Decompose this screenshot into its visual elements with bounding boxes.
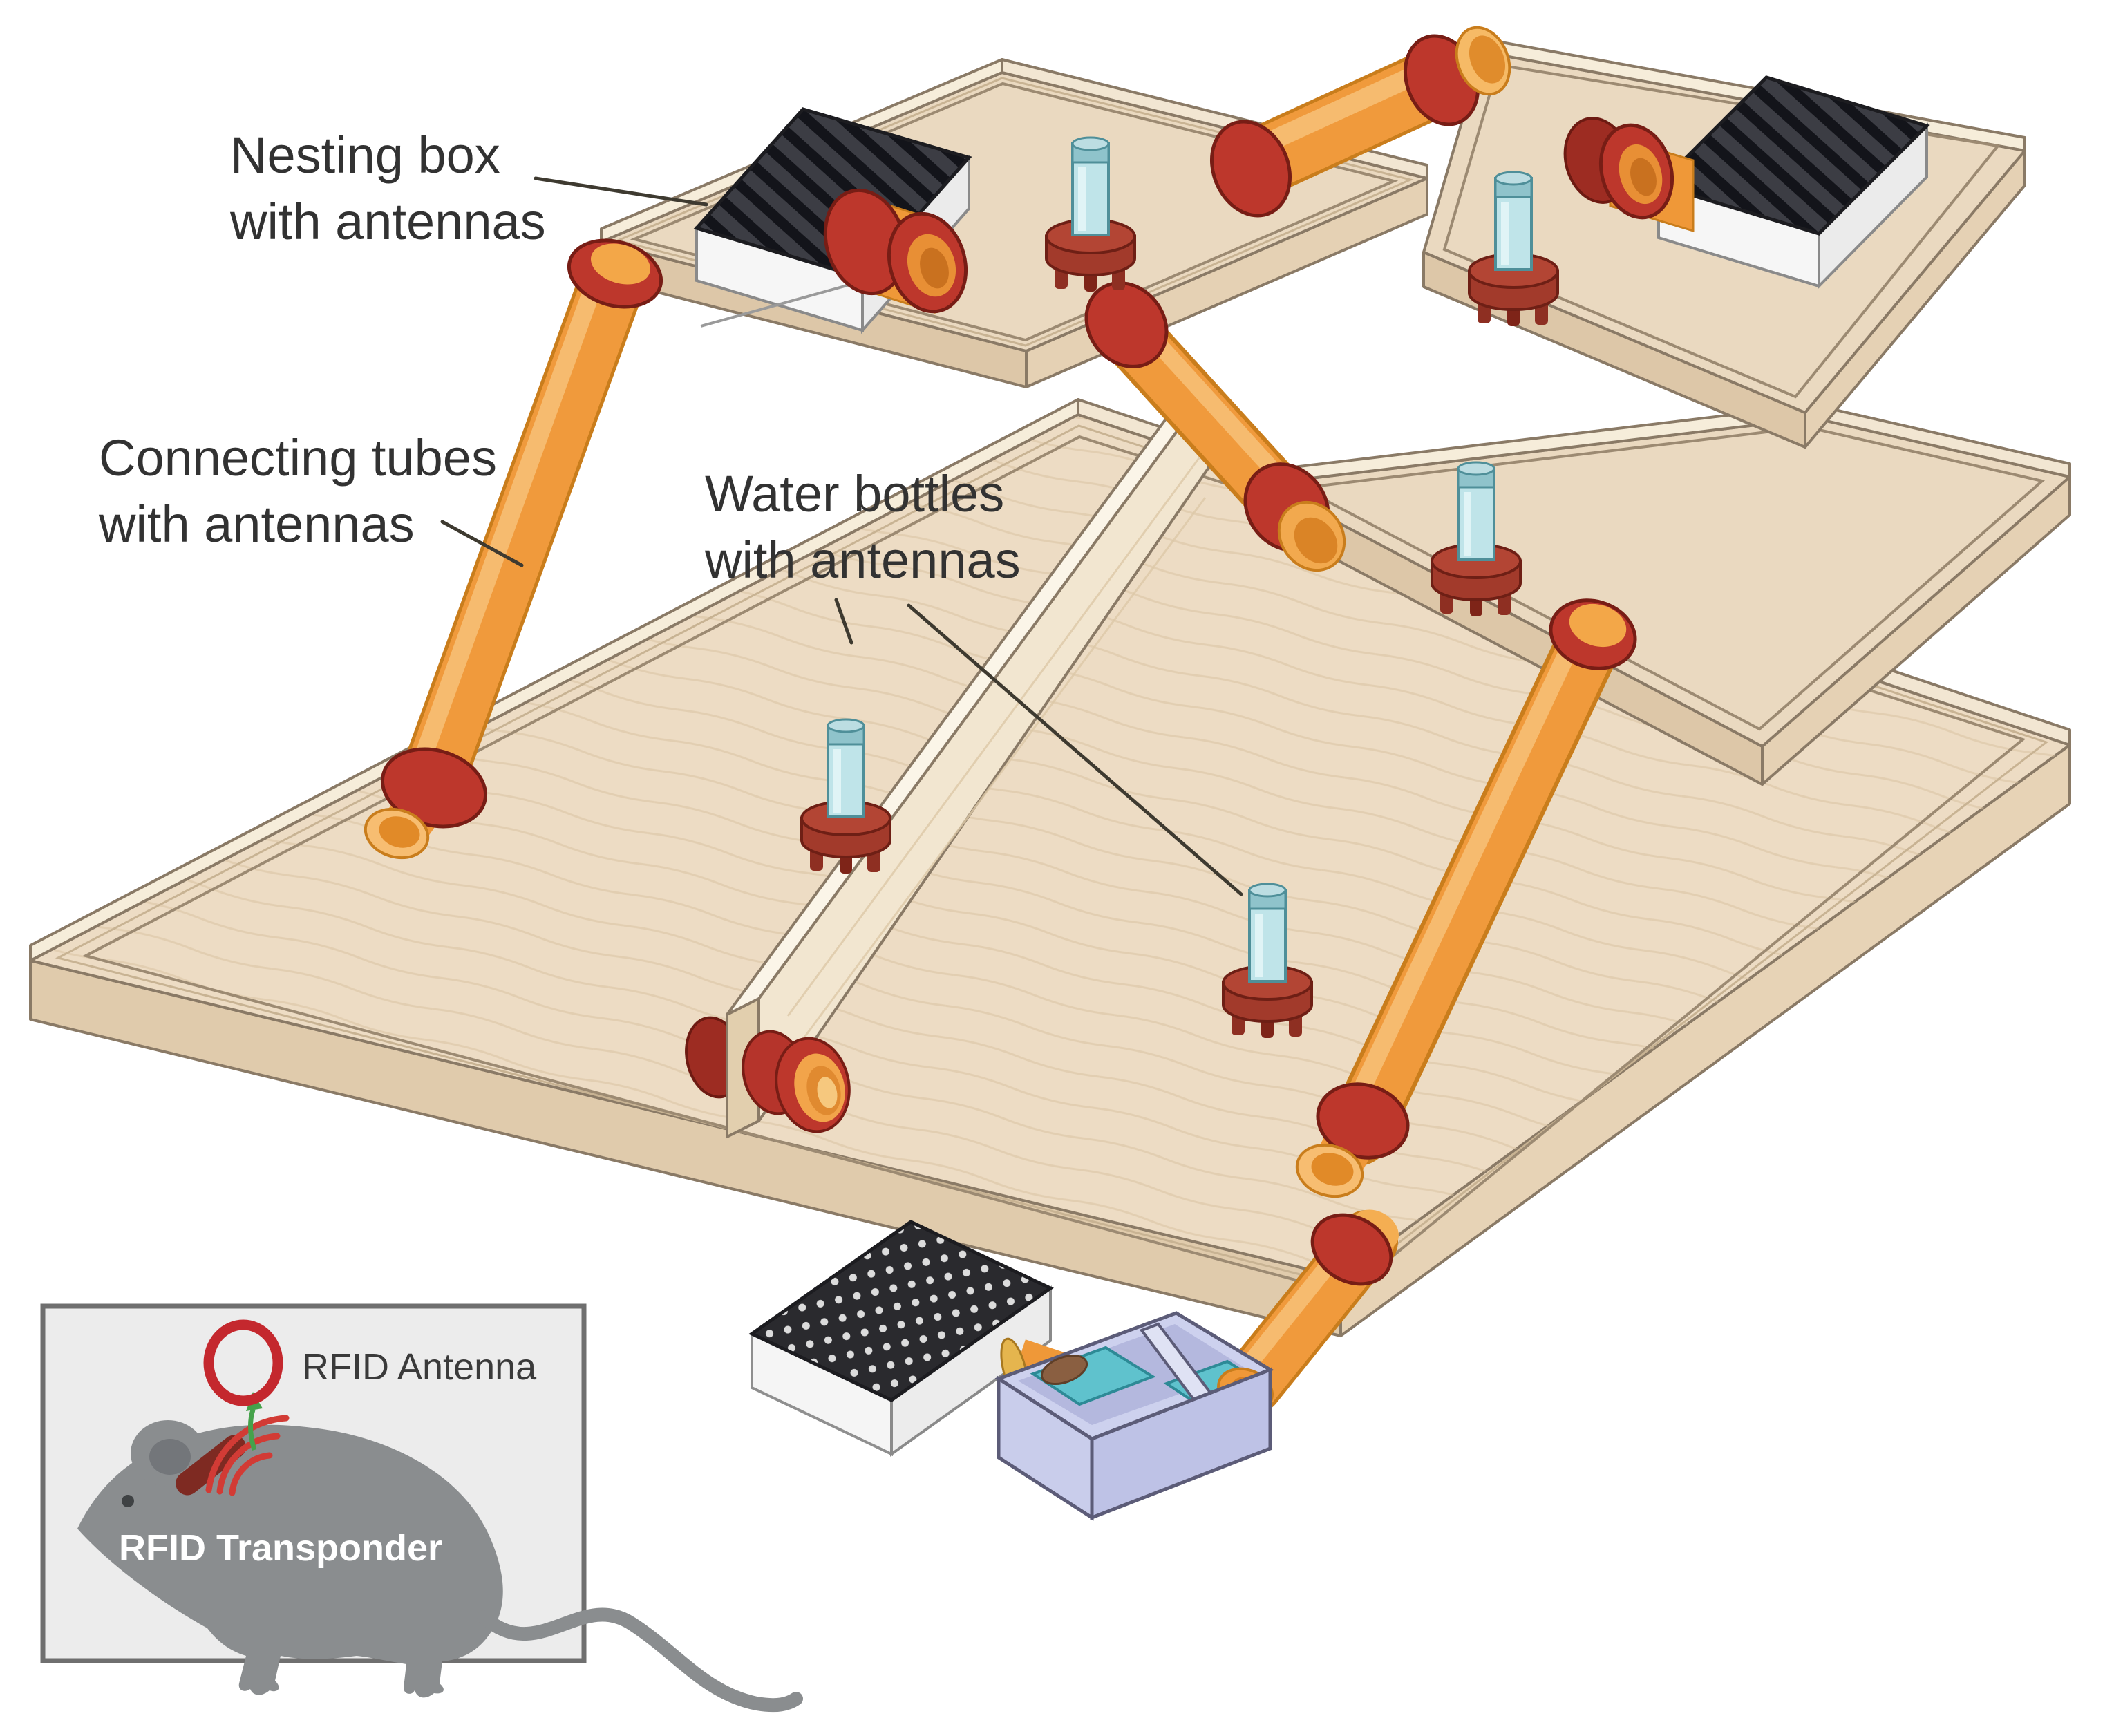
connecting-tube-right bbox=[1295, 598, 1637, 1198]
tube-through-ring bbox=[1569, 603, 1627, 648]
connecting-tube-left bbox=[364, 238, 663, 860]
tube-through-ring bbox=[591, 243, 650, 285]
connecting-tube-top bbox=[1209, 26, 1511, 218]
tube-body bbox=[1330, 611, 1619, 1162]
label-connecting-tubes-line1: Connecting tubes bbox=[99, 429, 497, 487]
callout-labels: Nesting box with antennas Connecting tub… bbox=[98, 126, 1243, 896]
label-water-bottles-line2: with antennas bbox=[704, 531, 1021, 589]
label-water-bottles-line1: Water bottles bbox=[705, 465, 1004, 522]
rfid-antenna-ring-icon bbox=[203, 1319, 283, 1406]
rfid-ring-icon bbox=[1310, 1213, 1393, 1286]
wall-grain bbox=[773, 497, 1207, 1079]
tube-end-hole bbox=[379, 816, 420, 848]
mouse-in-box bbox=[1040, 1354, 1088, 1386]
wall-grain bbox=[786, 453, 1204, 1017]
rim-line-outer bbox=[55, 424, 2049, 1287]
box-brace bbox=[700, 281, 860, 328]
entrance-hole-inner bbox=[1630, 158, 1657, 196]
nesting-box-2 bbox=[1563, 75, 1930, 290]
connecting-tube-middle bbox=[1084, 281, 1346, 572]
tube-end-hole bbox=[1294, 517, 1338, 564]
waterbox-right-face bbox=[1090, 1367, 1272, 1520]
tube-mouth-core bbox=[817, 1077, 838, 1108]
legend-antenna-label: RFID Antenna bbox=[302, 1346, 537, 1388]
tube-end-hole bbox=[1469, 35, 1506, 84]
leader-line-water-1 bbox=[834, 598, 853, 645]
water-box bbox=[994, 1311, 1274, 1521]
box-mesh-roof bbox=[748, 1220, 1054, 1402]
tube-highlight bbox=[403, 263, 607, 797]
mouse-tail bbox=[477, 1607, 803, 1713]
mouse-eye bbox=[122, 1495, 134, 1507]
tube-end-hole bbox=[1311, 1153, 1354, 1186]
radio-wave-icon bbox=[229, 1452, 273, 1496]
rim-line-inner bbox=[82, 435, 2026, 1296]
leader-line-connecting bbox=[440, 520, 524, 567]
box-slatted-roof bbox=[1655, 75, 1930, 236]
tube-body bbox=[397, 248, 643, 823]
mouse-ear-inner bbox=[149, 1439, 191, 1475]
radio-wave-icon bbox=[216, 1433, 281, 1495]
arrow-up-icon bbox=[248, 1408, 257, 1451]
connecting-tube-bottom bbox=[1221, 1209, 1399, 1415]
rfid-ring-icon bbox=[1209, 120, 1292, 218]
leader-line-nesting bbox=[534, 176, 708, 207]
box-slatted-roof bbox=[693, 107, 972, 280]
label-connecting-tubes-line2: with antennas bbox=[98, 496, 415, 553]
label-nesting-box-line2: with antennas bbox=[229, 193, 546, 250]
nesting-box-1 bbox=[693, 107, 972, 334]
tube-highlight bbox=[1335, 623, 1586, 1135]
entrance-hole-inner bbox=[920, 247, 949, 289]
legend-transponder-label: RFID Transponder bbox=[119, 1527, 442, 1569]
legend: RFID Antenna RFID Transponder bbox=[40, 1303, 803, 1713]
radio-wave-icon bbox=[205, 1415, 290, 1493]
rfid-ring-icon bbox=[1084, 281, 1169, 368]
label-nesting-box-line1: Nesting box bbox=[230, 126, 500, 184]
leader-line-water-2 bbox=[907, 603, 1243, 896]
